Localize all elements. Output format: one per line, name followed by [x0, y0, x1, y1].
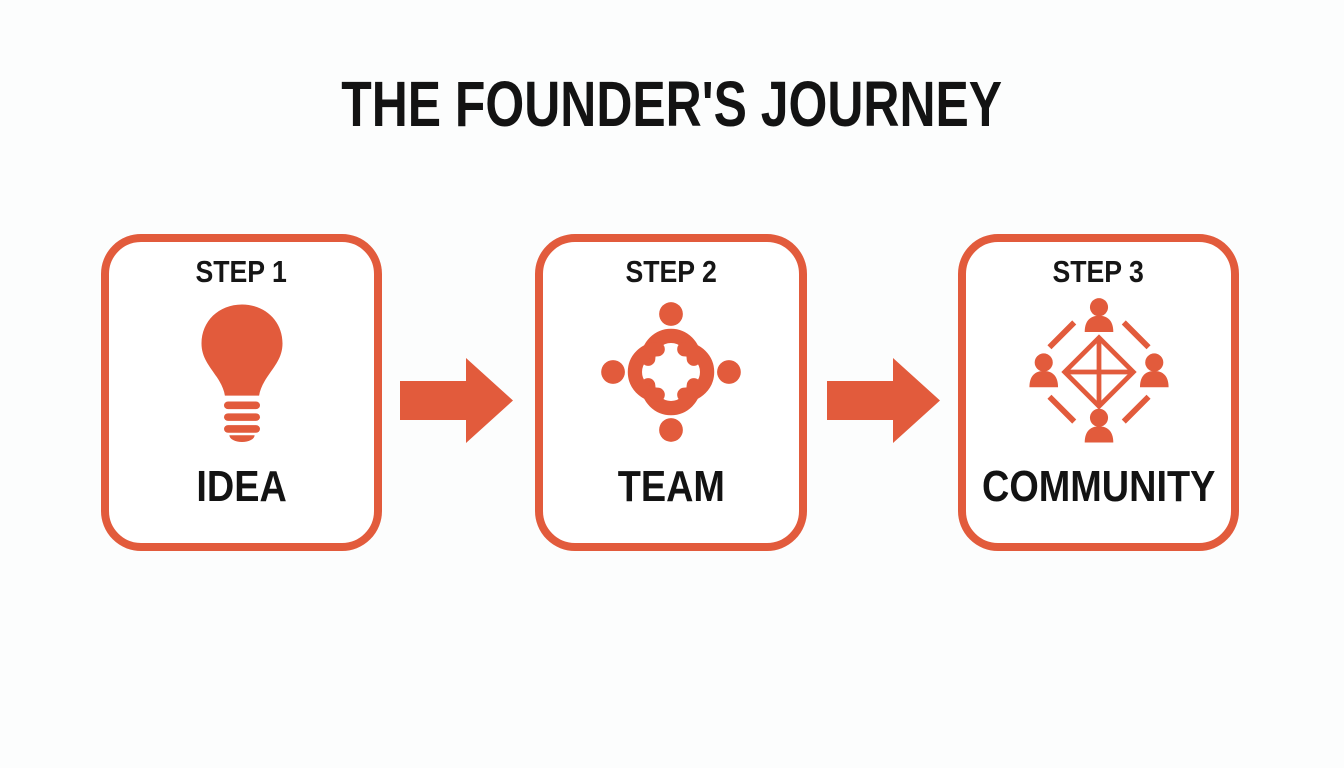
page-title: THE FOUNDER'S JOURNEY: [0, 72, 1344, 136]
step-name-label: IDEA: [196, 462, 287, 511]
step-number-label: STEP 1: [195, 254, 288, 289]
step-card-community: STEP 3 COMMUNITY: [958, 234, 1239, 551]
step-number-label: STEP 3: [1052, 254, 1145, 289]
arrow-right-icon: [400, 358, 513, 443]
team-huddle-icon: [595, 289, 747, 455]
community-network-icon: [1016, 289, 1182, 455]
step-name-label: COMMUNITY: [981, 462, 1216, 511]
step-card-team: STEP 2 TEAM: [535, 234, 807, 551]
lightbulb-icon: [197, 289, 287, 455]
step-number-label: STEP 2: [625, 254, 717, 289]
page-title-text: THE FOUNDER'S JOURNEY: [341, 68, 1003, 140]
arrow-right-icon: [827, 358, 940, 443]
step-name-label: TEAM: [617, 462, 725, 511]
step-card-idea: STEP 1 IDEA: [101, 234, 382, 551]
